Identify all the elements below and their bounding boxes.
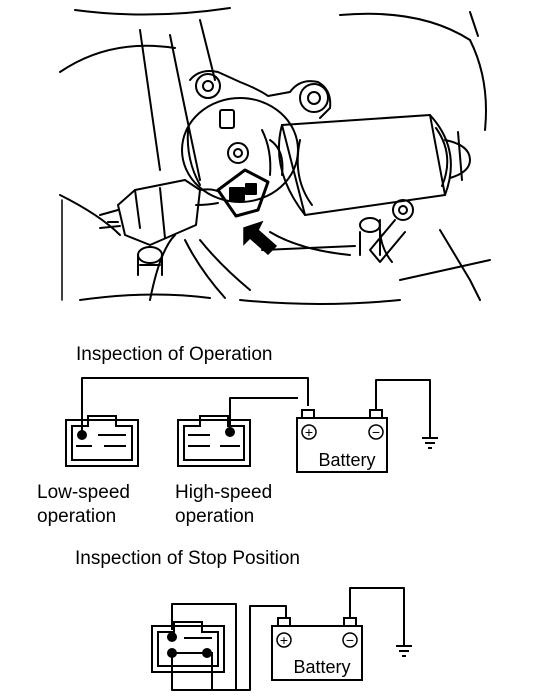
high-speed-connector [177, 415, 251, 467]
stop-section-title: Inspection of Stop Position [75, 548, 300, 569]
stop-wiring [171, 587, 405, 691]
battery-2-plus-symbol: + [280, 632, 288, 648]
wiper-motor-illustration [59, 7, 491, 305]
stop-position-connector [151, 621, 225, 673]
high-speed-caption-line1: High-speed [175, 482, 272, 503]
battery-2-minus-symbol: − [346, 632, 354, 648]
low-speed-caption-line1: Low-speed [37, 482, 130, 503]
battery-2: + − Battery [271, 617, 363, 681]
battery-1: + − Battery [296, 409, 388, 473]
low-speed-connector [65, 415, 139, 467]
high-speed-caption-line2: operation [175, 506, 254, 527]
operation-section-title: Inspection of Operation [76, 344, 272, 365]
battery-1-label: Battery [318, 450, 375, 470]
arrow-up-left-icon [243, 220, 278, 256]
ground-2-icon [396, 638, 412, 657]
battery-2-label: Battery [293, 657, 350, 677]
battery-1-plus-symbol: + [305, 424, 313, 440]
battery-1-minus-symbol: − [372, 424, 380, 440]
low-speed-caption-line2: operation [37, 506, 116, 527]
operation-wiring [81, 377, 431, 436]
ground-1-icon [422, 430, 438, 449]
